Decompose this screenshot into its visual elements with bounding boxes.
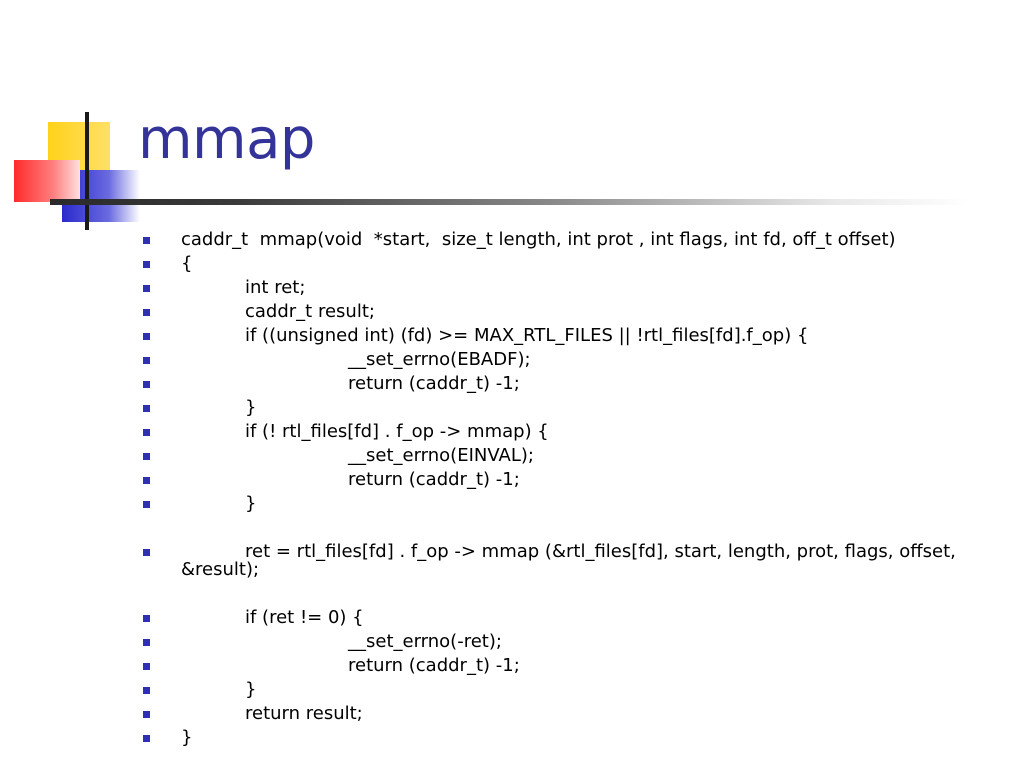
bullet-icon: [143, 639, 150, 646]
code-line: ret = rtl_files[fd] . f_op -> mmap (&rtl…: [245, 541, 956, 562]
bullet-icon: [143, 711, 150, 718]
bullet-icon: [143, 735, 150, 742]
bullet-icon: [143, 381, 150, 388]
vertical-bar: [85, 112, 89, 230]
bullet-icon: [143, 663, 150, 670]
code-line: __set_errno(EINVAL);: [348, 445, 534, 466]
code-line: }: [245, 679, 257, 700]
bullet-icon: [143, 405, 150, 412]
code-line: return (caddr_t) -1;: [348, 469, 520, 490]
bullet-icon: [143, 477, 150, 484]
code-line: __set_errno(-ret);: [348, 631, 502, 652]
code-line: caddr_t mmap(void *start, size_t length,…: [181, 229, 896, 250]
code-line: }: [245, 493, 257, 514]
code-line: if ((unsigned int) (fd) >= MAX_RTL_FILES…: [245, 325, 809, 346]
code-line: caddr_t result;: [245, 301, 375, 322]
bullet-icon: [143, 357, 150, 364]
code-line: return (caddr_t) -1;: [348, 655, 520, 676]
code-line: &result);: [181, 559, 260, 580]
bullet-icon: [143, 285, 150, 292]
code-line: {: [181, 253, 193, 274]
code-line: if (! rtl_files[fd] . f_op -> mmap) {: [245, 421, 549, 442]
bullet-icon: [143, 501, 150, 508]
code-line: return result;: [245, 703, 363, 724]
code-line: }: [181, 727, 193, 748]
bullet-icon: [143, 687, 150, 694]
bullet-icon: [143, 309, 150, 316]
bullet-icon: [143, 549, 150, 556]
bullet-icon: [143, 261, 150, 268]
bullet-icon: [143, 453, 150, 460]
bullet-icon: [143, 429, 150, 436]
code-line: __set_errno(EBADF);: [348, 349, 531, 370]
code-line: if (ret != 0) {: [245, 607, 364, 628]
bullet-icon: [143, 237, 150, 244]
code-line: return (caddr_t) -1;: [348, 373, 520, 394]
title-underline: [50, 199, 970, 205]
decorative-logo-squares: [14, 112, 140, 230]
code-line: int ret;: [245, 277, 306, 298]
bullet-icon: [143, 333, 150, 340]
red-square: [14, 160, 80, 202]
code-line: }: [245, 397, 257, 418]
slide-title: mmap: [138, 107, 315, 172]
bullet-icon: [143, 615, 150, 622]
